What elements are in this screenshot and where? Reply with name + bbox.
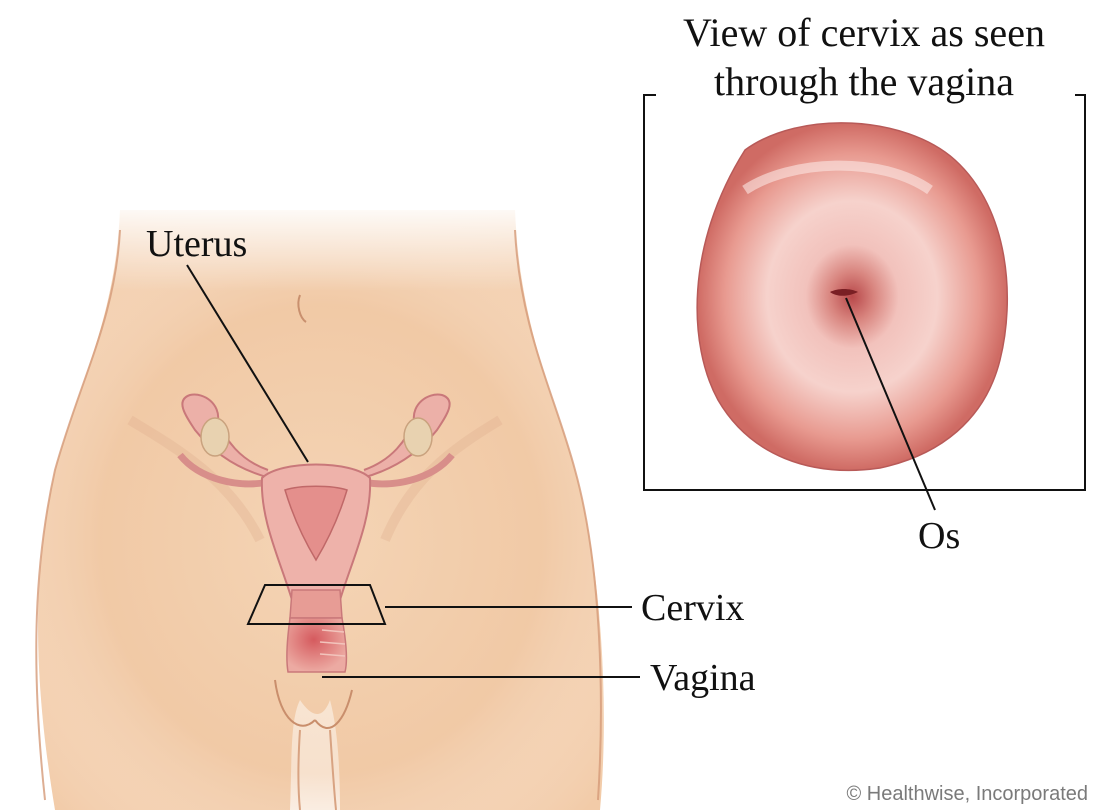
inset-title-line-2: through the vagina bbox=[714, 59, 1014, 104]
cervix-label: Cervix bbox=[641, 587, 744, 629]
copyright-credit: © Healthwise, Incorporated bbox=[846, 783, 1088, 805]
cervix-end-view bbox=[697, 123, 1007, 470]
vagina-label: Vagina bbox=[650, 657, 756, 699]
inset-title-line-1: View of cervix as seen bbox=[683, 10, 1045, 55]
left-ovary bbox=[201, 418, 229, 456]
uterus-label: Uterus bbox=[146, 223, 247, 265]
right-ovary bbox=[404, 418, 432, 456]
os-label: Os bbox=[918, 515, 960, 557]
